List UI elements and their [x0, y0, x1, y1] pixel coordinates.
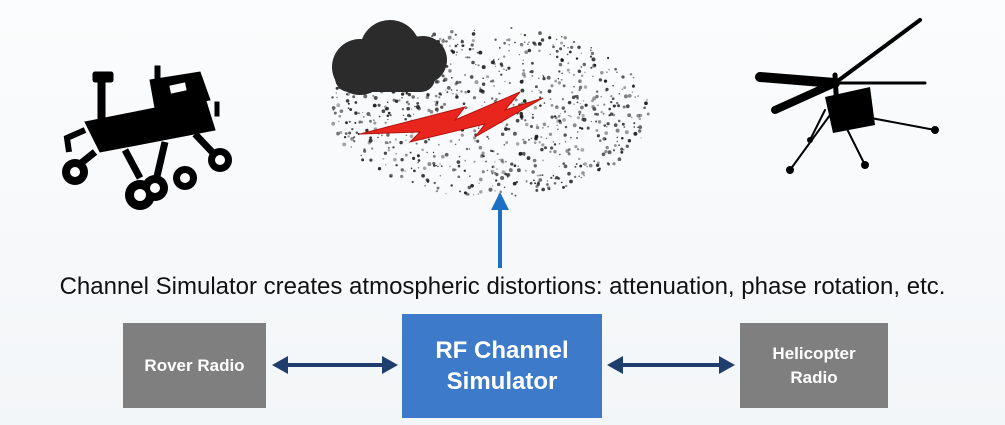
mars-helicopter-icon [755, 18, 939, 174]
rover-radio-box: Rover Radio [123, 323, 266, 408]
caption-text: Channel Simulator creates atmospheric di… [59, 273, 946, 300]
double-arrow-right [607, 356, 735, 374]
helicopter-radio-box: Helicopter Radio [740, 323, 888, 408]
lightning-bolt [359, 91, 544, 143]
double-arrow-left [272, 356, 398, 374]
helicopter-radio-label: Helicopter Radio [772, 343, 856, 387]
storm-cloud-with-lightning-icon [331, 20, 650, 197]
mars-rover-icon [62, 65, 232, 210]
rf-channel-simulator-box: RF Channel Simulator [402, 314, 602, 418]
rover-radio-label: Rover Radio [144, 355, 245, 375]
rf-channel-simulator-label: RF Channel Simulator [435, 337, 569, 395]
up-arrow [491, 192, 509, 268]
